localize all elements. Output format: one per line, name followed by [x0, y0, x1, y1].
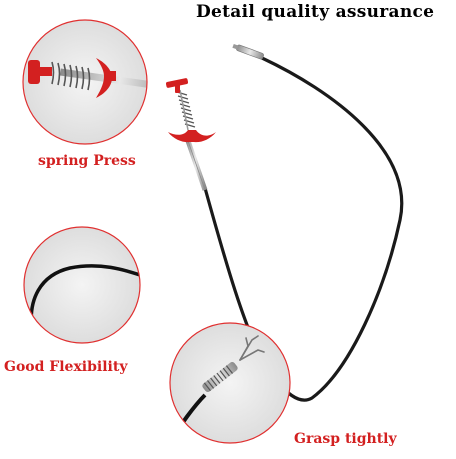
spring [176, 91, 196, 128]
grasp-detail-circle [169, 322, 291, 444]
flexible-cable [203, 56, 404, 402]
drain-tool [165, 43, 404, 402]
cable-metal-tip [232, 43, 264, 60]
flexibility-detail-circle [23, 226, 141, 344]
spring-detail-circle [22, 19, 148, 145]
plunger-cap [165, 78, 189, 93]
grasp-tightly-caption: Grasp tightly [294, 431, 397, 447]
finger-grip [168, 130, 216, 143]
spring-press-caption: spring Press [38, 153, 136, 169]
headline-title: Detail quality assurance [196, 2, 435, 22]
good-flexibility-caption: Good Flexibility [4, 359, 128, 375]
